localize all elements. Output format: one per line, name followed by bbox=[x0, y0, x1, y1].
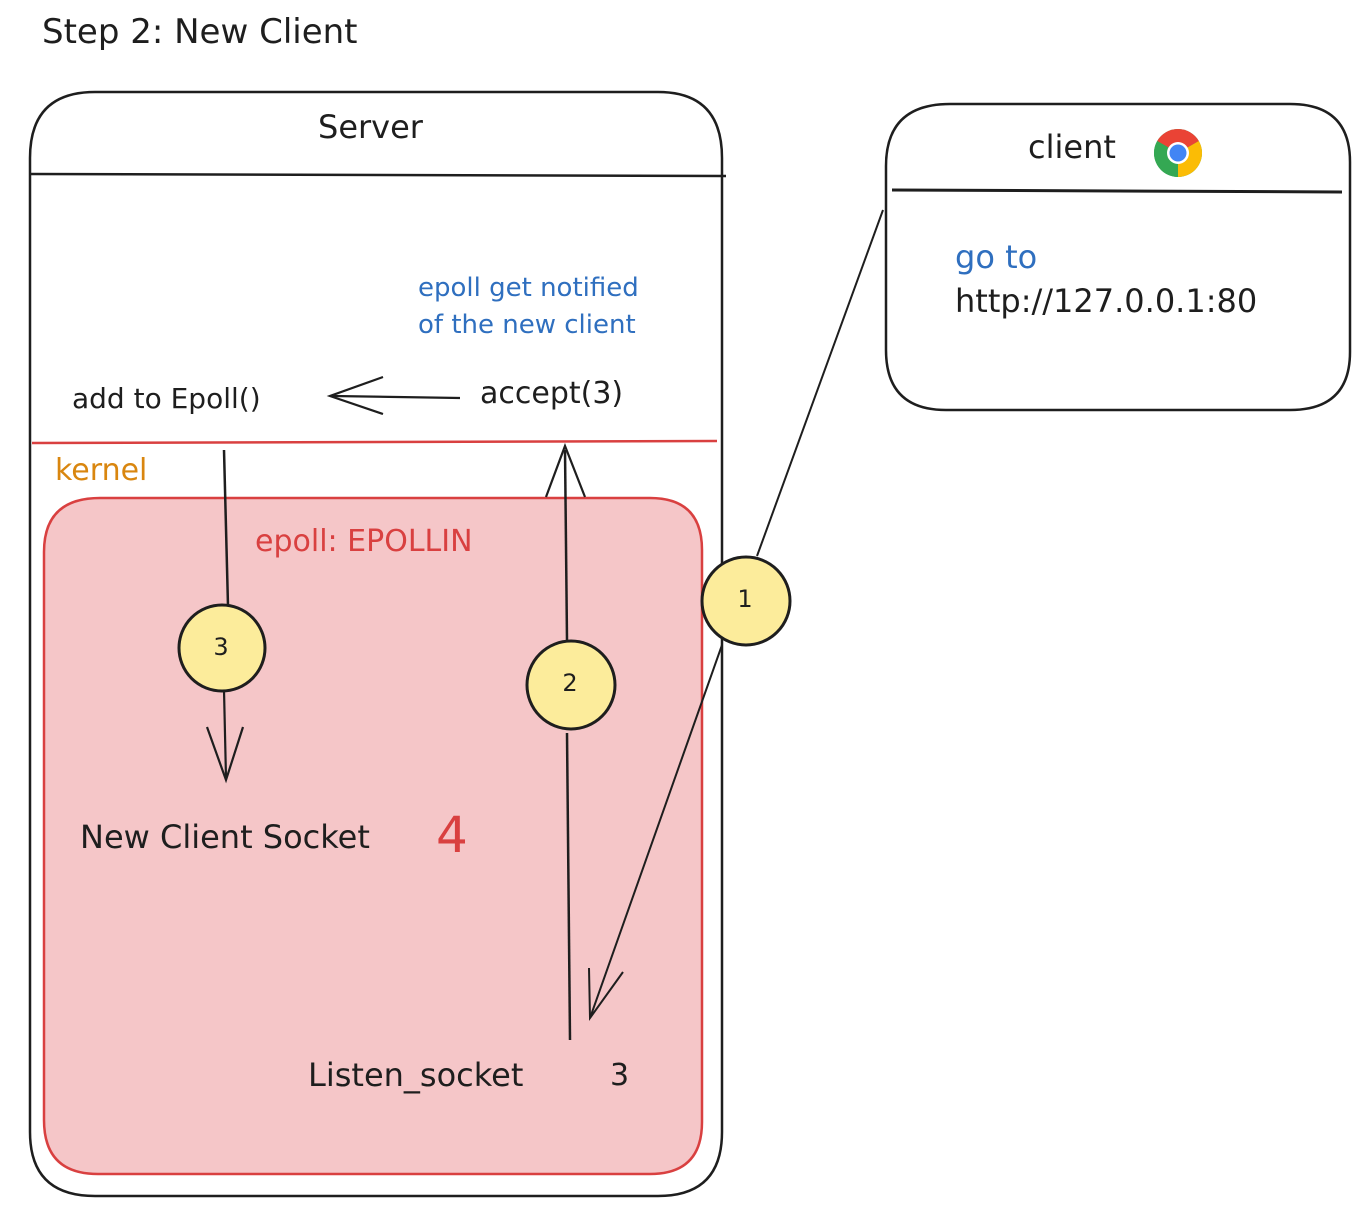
step-1-badge bbox=[700, 555, 792, 647]
listen-socket-fd: 3 bbox=[610, 1058, 630, 1093]
kernel-boundary-line bbox=[31, 439, 718, 445]
new-client-socket-label: New Client Socket bbox=[80, 818, 370, 856]
new-client-fd: 4 bbox=[436, 806, 468, 864]
accept-to-epoll-arrowhead bbox=[326, 375, 384, 416]
step3-arrowhead bbox=[205, 726, 245, 784]
step-3-badge bbox=[177, 603, 267, 693]
epoll-notification-note: epoll get notified of the new client bbox=[418, 273, 639, 340]
step1-connector-lower bbox=[589, 644, 723, 1019]
accept-call-label: accept(3) bbox=[480, 376, 624, 411]
step2-arrowhead bbox=[544, 442, 587, 498]
kernel-label: kernel bbox=[55, 453, 148, 488]
server-title: Server bbox=[318, 108, 423, 146]
step-3-number: 3 bbox=[213, 633, 229, 661]
step1-connector-upper bbox=[756, 209, 884, 557]
step-1-number: 1 bbox=[737, 585, 753, 613]
server-header-divider bbox=[29, 172, 727, 178]
chrome-icon bbox=[1153, 128, 1203, 177]
server-box bbox=[28, 90, 724, 1198]
client-goto-label: go to bbox=[955, 238, 1038, 276]
client-title: client bbox=[1028, 128, 1116, 166]
client-box bbox=[884, 102, 1352, 412]
add-to-epoll-label: add to Epoll() bbox=[72, 382, 261, 415]
listen-socket-label: Listen_socket bbox=[308, 1056, 524, 1094]
step-2-number: 2 bbox=[562, 669, 578, 697]
step2-arrow-upper bbox=[563, 449, 569, 641]
accept-to-epoll-arrow bbox=[332, 394, 461, 400]
step3-arrow-upper bbox=[222, 449, 230, 607]
diagram-title: Step 2: New Client bbox=[42, 12, 358, 52]
step-2-badge bbox=[525, 639, 617, 731]
step2-arrow-lower bbox=[565, 732, 572, 1041]
step1-arrowhead bbox=[588, 967, 624, 1022]
client-header-divider bbox=[891, 188, 1343, 194]
step3-arrow-lower bbox=[222, 689, 228, 779]
client-url: http://127.0.0.1:80 bbox=[955, 282, 1258, 320]
epoll-event-label: epoll: EPOLLIN bbox=[255, 524, 473, 559]
